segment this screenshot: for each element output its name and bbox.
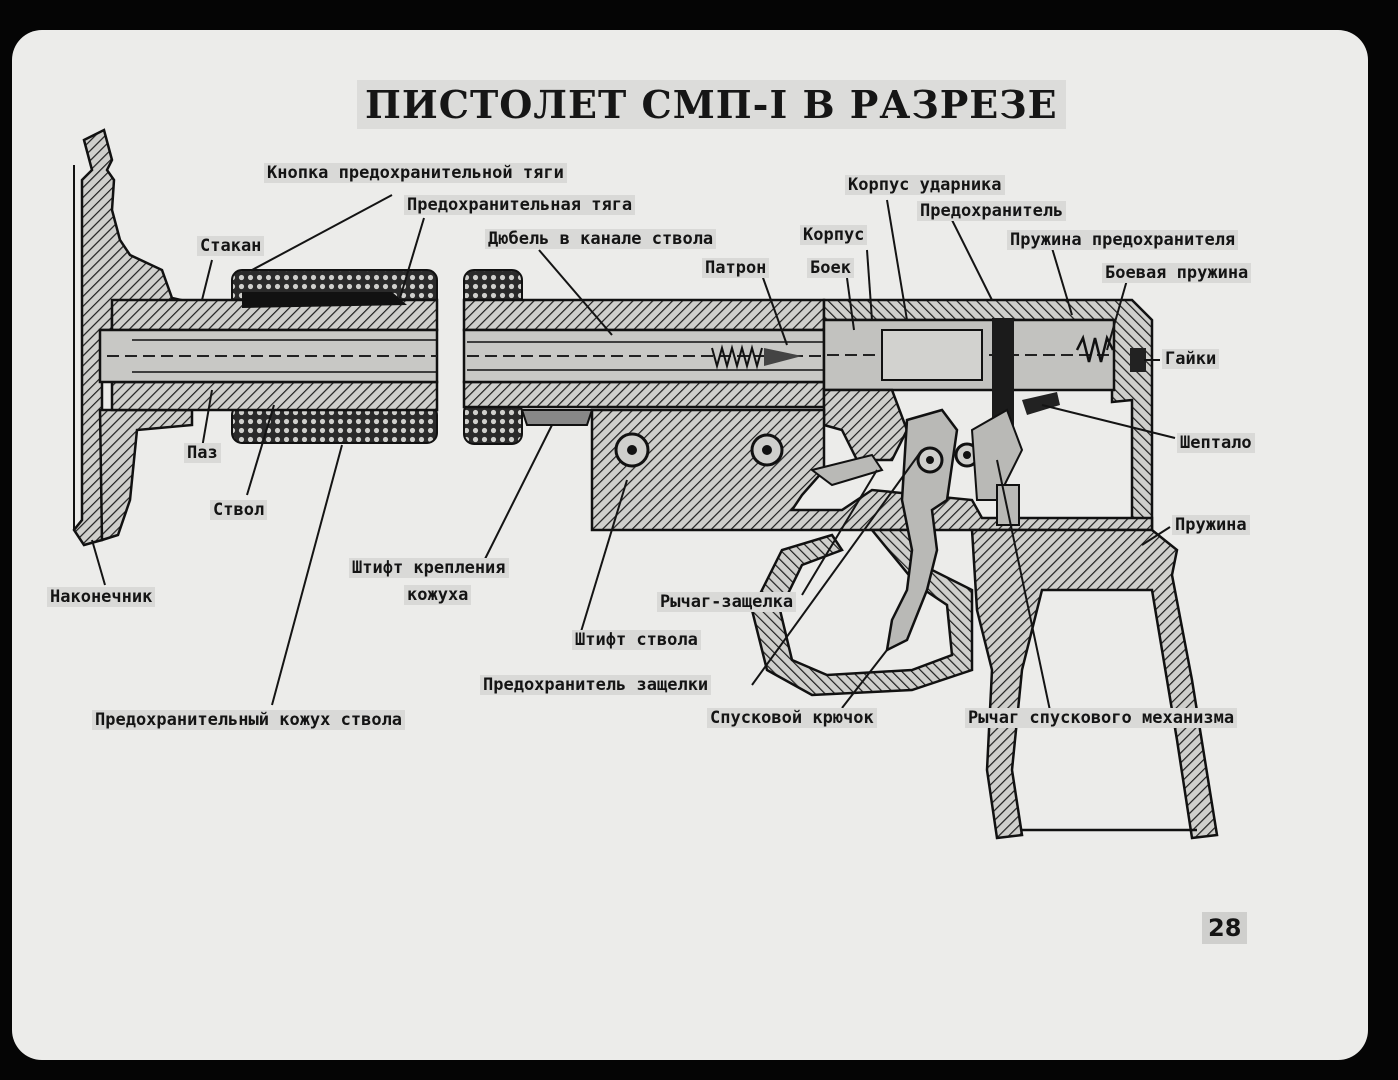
- rear-barrel-section: [462, 269, 826, 445]
- trigger-mechanism: [809, 408, 1024, 653]
- label-kozhukha: кожуха: [404, 585, 472, 605]
- page-number: 28: [1202, 912, 1248, 944]
- label-rychag-spuskovogo: Рычаг спускового механизма: [965, 708, 1238, 728]
- label-paz: Паз: [184, 443, 221, 463]
- front-barrel-section: [98, 269, 439, 444]
- label-dyubel: Дюбель в канале ствола: [485, 229, 717, 249]
- diagram-title: ПИСТОЛЕТ СМП-I В РАЗРЕЗЕ: [357, 80, 1066, 129]
- pistol-cross-section-diagram: [72, 128, 1219, 840]
- label-predokhranitel: Предохранитель: [917, 201, 1067, 221]
- label-stvol: Ствол: [210, 500, 268, 520]
- label-gaiki: Гайки: [1162, 349, 1220, 369]
- label-stakan: Стакан: [197, 236, 265, 256]
- label-rychag-zashchelka: Рычаг-защелка: [657, 592, 797, 612]
- label-sheptalo: Шептало: [1177, 433, 1255, 453]
- receiver-body: [822, 298, 1154, 532]
- label-pruzhina: Пружина: [1172, 515, 1250, 535]
- trigger-guard: [750, 528, 974, 697]
- slide: ПИСТОЛЕТ СМП-I В РАЗРЕЗЕ Кнопка предохра…: [12, 30, 1368, 1060]
- label-tyaga: Предохранительная тяга: [404, 195, 636, 215]
- label-spuskovoy-kryuchok: Спусковой крючок: [707, 708, 877, 728]
- label-knopka: Кнопка предохранительной тяги: [264, 163, 567, 183]
- leader-lines: [91, 194, 1176, 721]
- label-shtift-krepleniya: Штифт крепления: [349, 558, 509, 578]
- label-boek: Боек: [807, 258, 854, 278]
- label-predokhranitel-zashchelki: Предохранитель защелки: [480, 675, 712, 695]
- label-boevaya-pruzhina: Боевая пружина: [1102, 263, 1252, 283]
- grip: [970, 528, 1219, 840]
- label-patron: Патрон: [702, 258, 770, 278]
- label-pruzhina-predokhranitelya: Пружина предохранителя: [1007, 230, 1239, 250]
- label-predokhranitelny-kozhukh: Предохранительный кожух ствола: [92, 710, 406, 730]
- label-korpus-udarnika: Корпус ударника: [845, 175, 1005, 195]
- label-shtift-stvola: Штифт ствола: [572, 630, 701, 650]
- label-nakonechnik: Наконечник: [47, 587, 156, 607]
- label-korpus: Корпус: [800, 225, 868, 245]
